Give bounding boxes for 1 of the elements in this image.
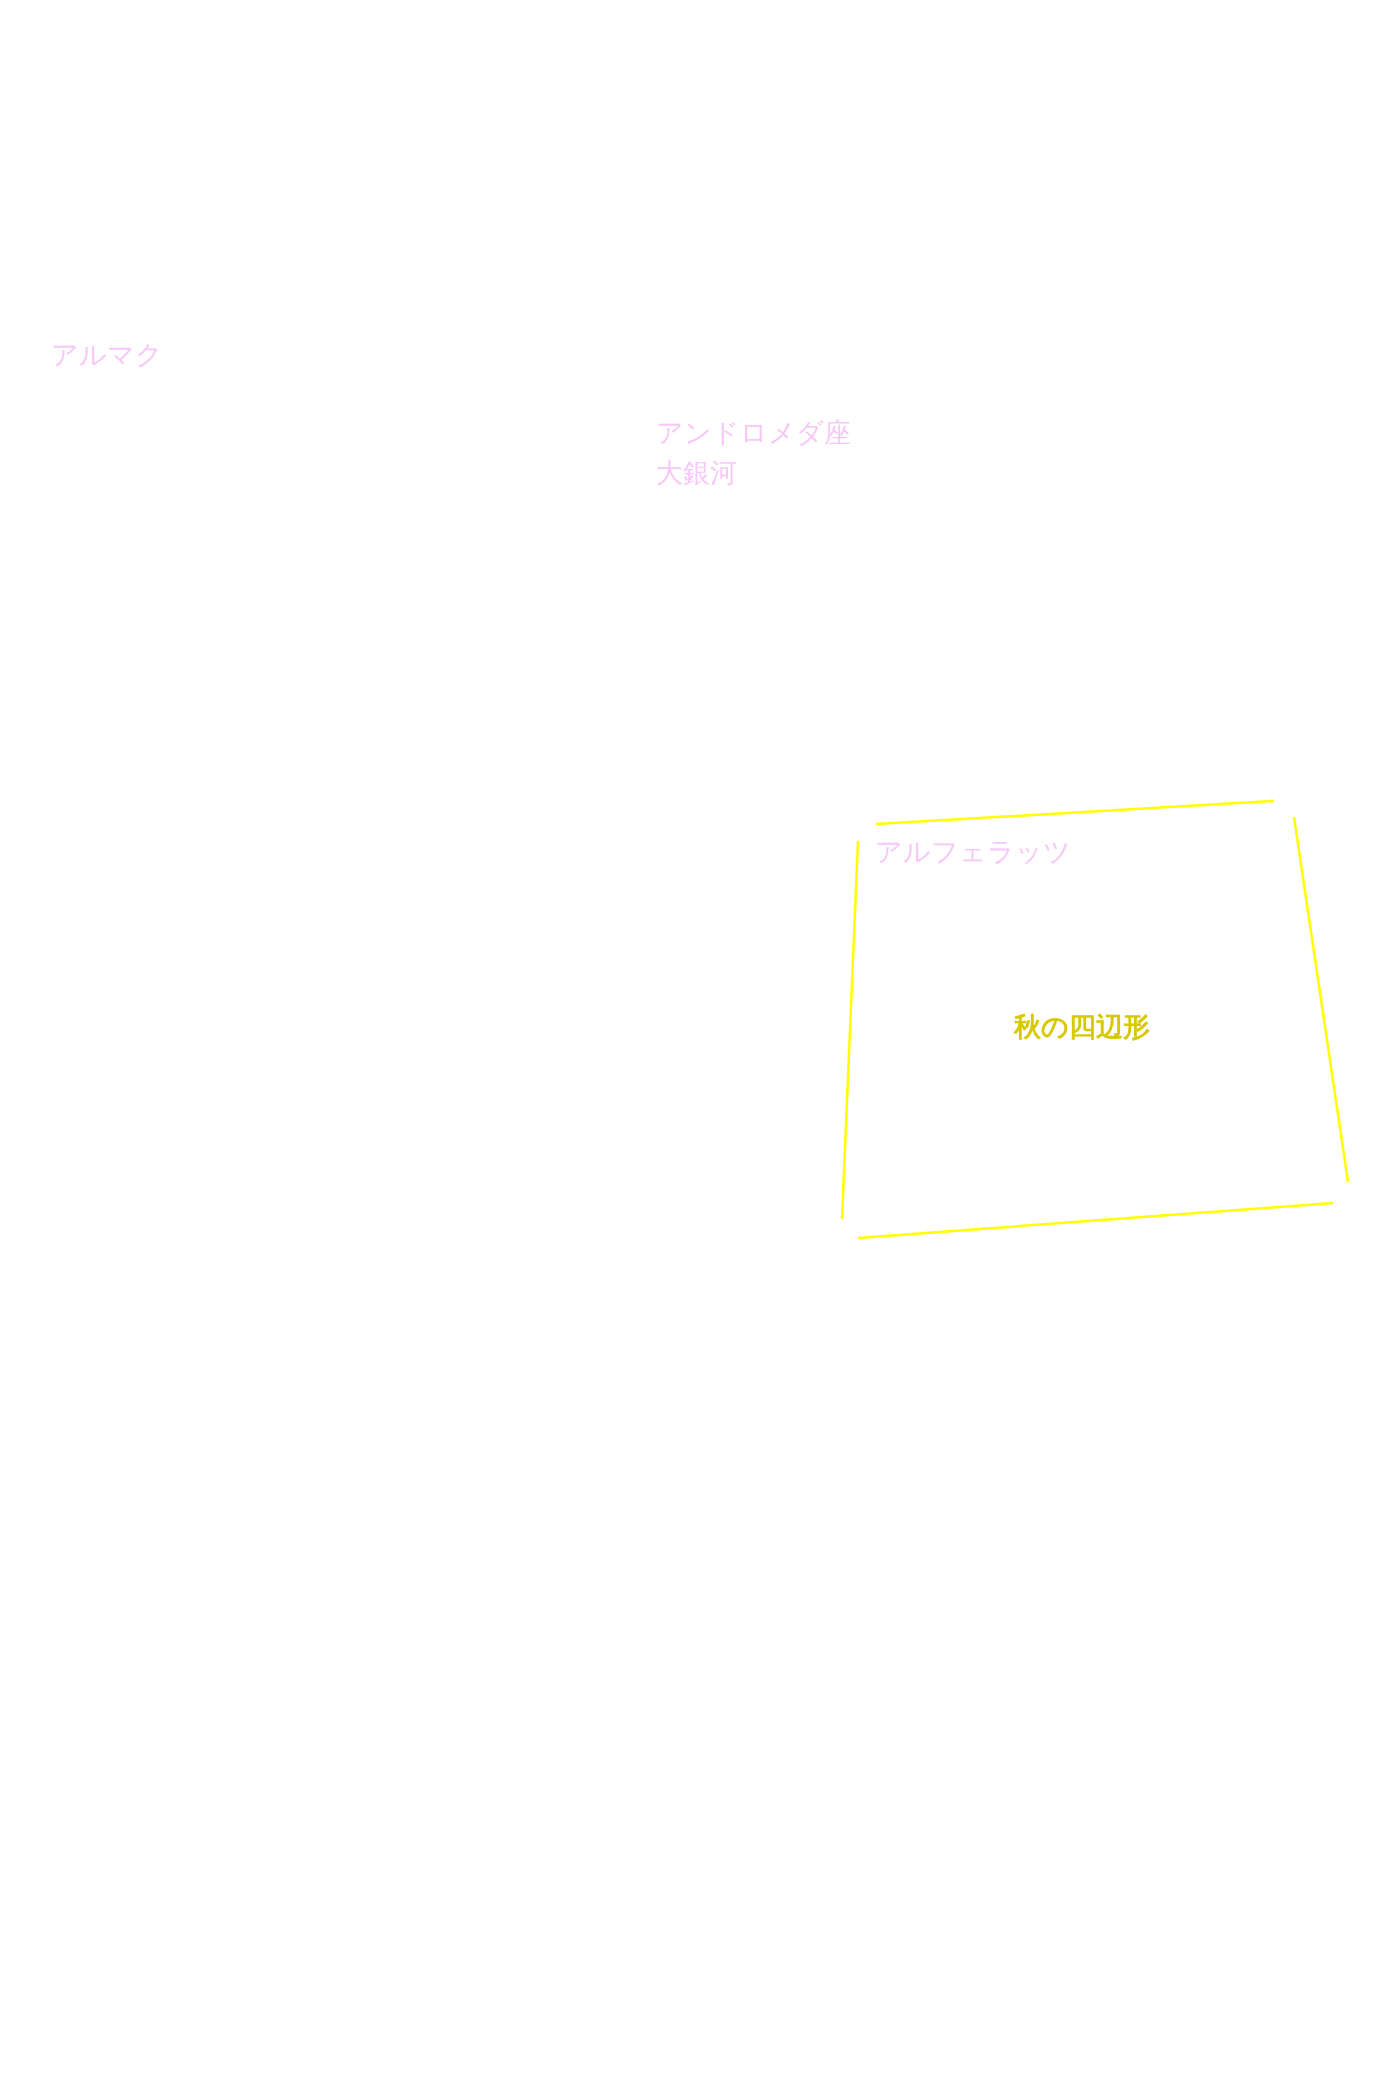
asterism-name: 秋の四辺形 [1014,1010,1150,1044]
